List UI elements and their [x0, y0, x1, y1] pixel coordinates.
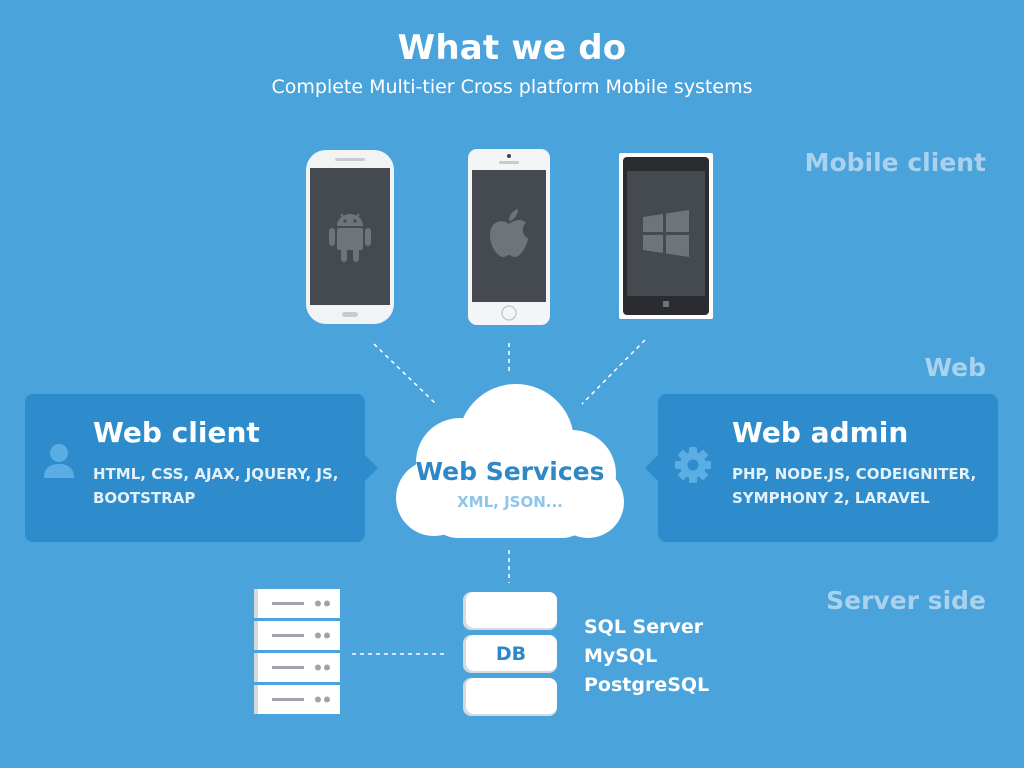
- web-client-pointer: [364, 454, 378, 482]
- db-engine-list: SQL Server MySQL PostgreSQL: [584, 613, 709, 700]
- db-engine-item: SQL Server: [584, 616, 704, 638]
- web-services-cloud: [396, 384, 624, 538]
- web-client-tech-line: HTML, CSS, AJAX, JQUERY, JS,: [93, 465, 339, 483]
- page-title: What we do: [397, 28, 627, 68]
- android-phone: [305, 148, 395, 326]
- web-admin-tech-line: SYMPHONY 2, LARAVEL: [732, 489, 930, 507]
- section-label-server: Server side: [826, 586, 986, 615]
- windows-phone: [618, 152, 714, 320]
- db-engine-item: MySQL: [584, 645, 658, 667]
- android-icon: [329, 213, 371, 262]
- section-label-web: Web: [924, 353, 986, 382]
- web-client-title: Web client: [93, 416, 260, 449]
- web-services-title: Web Services: [415, 457, 605, 486]
- connector-windows-cloud: [581, 339, 646, 405]
- gear-icon: [675, 447, 711, 483]
- db-engine-item: PostgreSQL: [584, 674, 710, 696]
- web-services-subtitle: XML, JSON...: [457, 493, 563, 511]
- iphone: [467, 148, 551, 326]
- apple-icon: [490, 209, 528, 257]
- database-stack: DB: [463, 592, 557, 716]
- connector-android-cloud: [373, 343, 437, 405]
- web-client-tech: HTML, CSS, AJAX, JQUERY, JS, BOOTSTRAP: [93, 462, 339, 510]
- page-subtitle: Complete Multi-tier Cross platform Mobil…: [271, 76, 753, 98]
- db-label: DB: [495, 643, 527, 665]
- web-client-tech-line: BOOTSTRAP: [93, 489, 196, 507]
- web-admin-title: Web admin: [732, 416, 909, 449]
- user-icon: [44, 444, 74, 478]
- web-admin-panel: Web admin PHP, NODE.JS, CODEIGNITER, SYM…: [658, 394, 998, 542]
- windows-icon: [643, 210, 689, 257]
- web-admin-tech-line: PHP, NODE.JS, CODEIGNITER,: [732, 465, 977, 483]
- web-client-panel: Web client HTML, CSS, AJAX, JQUERY, JS, …: [25, 394, 365, 542]
- web-admin-tech: PHP, NODE.JS, CODEIGNITER, SYMPHONY 2, L…: [732, 462, 976, 510]
- server-rack: [254, 589, 340, 715]
- web-admin-pointer: [645, 454, 659, 482]
- section-label-mobile: Mobile client: [804, 148, 986, 177]
